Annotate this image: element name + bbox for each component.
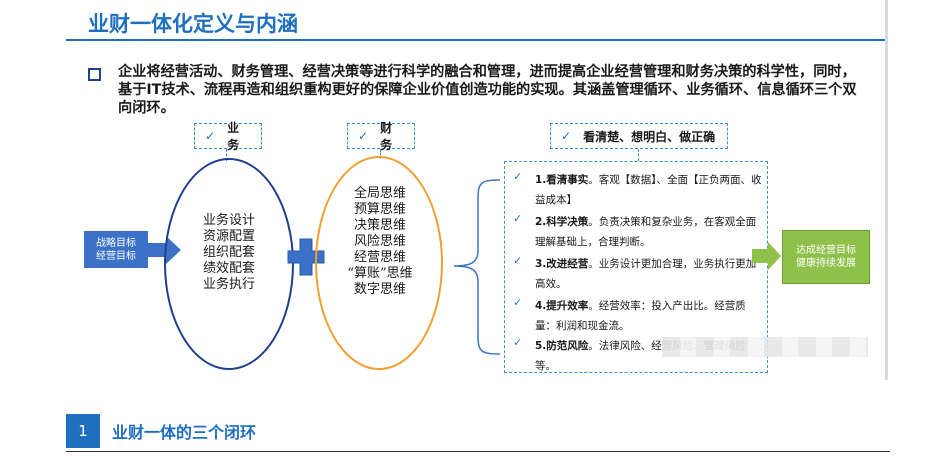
connector-line [638,149,639,161]
output-goal-box: 达成经营目标 健康持续发展 [782,230,870,284]
brace-icon [453,179,501,355]
plus-icon [287,238,325,276]
check-icon: ✓ [513,254,523,267]
finance-item: 全局思维 [353,186,406,201]
check-icon: ✓ [561,129,572,143]
effect-item: 1.看清事实。客观【数据】、全面【正负两面、收益成本】 [535,170,765,210]
effect-title: 3.改进经营 [535,258,589,270]
business-item: 业务执行 [202,277,255,292]
bullet-square-icon [88,68,101,81]
effect-item: 2.科学决策。负责决策和复杂业务，在客观全面理解基础上，合理判断。 [535,212,765,252]
effect-text: 。经营效率：投入产出比。经营质量：利润和现金流。 [535,300,746,332]
check-icon: ✓ [513,212,523,225]
effect-title: 2.科学决策 [535,216,589,228]
tag-finance: ✓ 财务 [347,121,415,152]
arrow-right-icon [752,242,781,270]
check-icon: ✓ [358,129,369,143]
effect-title: 5.防范风险 [535,340,589,352]
business-item: 绩效配套 [202,261,255,276]
check-icon: ✓ [513,296,523,309]
effects-box: ✓ 1.看清事实。客观【数据】、全面【正负两面、收益成本】 ✓ 2.科学决策。负… [504,161,768,373]
effect-text: 。客观【数据】、全面【正负两面、收益成本】 [535,174,762,206]
page-title: 业财一体化定义与内涵 [88,12,298,36]
business-item: 组织配套 [202,245,255,260]
finance-item: 风险思维 [353,234,406,249]
tag-finance-label: 财务 [380,121,393,152]
input-goal-box: 战略目标 经营目标 [84,231,148,268]
finance-items: 全局思维 预算思维 决策思维 风险思维 经营思维 “算账”思维 数字思维 [335,186,425,298]
business-ellipse [164,158,294,370]
intro-paragraph: 企业将经营活动、财务管理、经营决策等进行科学的融合和管理，进而提高企业经营管理和… [118,64,857,116]
business-item: 业务设计 [202,213,255,228]
title-divider [66,39,885,41]
check-icon: ✓ [513,170,523,183]
section-title: 业财一体的三个闭环 [112,423,257,442]
finance-ellipse [315,156,443,370]
tag-business-label: 业务 [227,121,240,152]
connector-line [380,149,381,159]
tag-goal: ✓ 看清楚、想明白、做正确 [550,123,728,149]
blurred-watermark [662,337,868,357]
effect-title: 1.看清事实 [535,174,589,186]
effect-item: 4.提升效率。经营效率：投入产出比。经营质量：利润和现金流。 [535,296,765,336]
effect-text: 。业务设计更加合理，业务执行更加高效。 [535,258,757,290]
finance-item: 数字思维 [353,282,406,297]
tag-goal-label: 看清楚、想明白、做正确 [583,129,716,144]
finance-item: 决策思维 [353,218,406,233]
page-edge [885,0,888,380]
check-icon: ✓ [513,336,523,349]
check-icon: ✓ [205,129,216,143]
connector-line [226,149,227,161]
finance-item: 预算思维 [353,202,406,217]
finance-item: 经营思维 [353,250,406,265]
business-item: 资源配置 [202,229,255,244]
effect-title: 4.提升效率 [535,300,589,312]
slide: 业财一体化定义与内涵 企业将经营活动、财务管理、经营决策等进行科学的融合和管理，… [66,12,885,373]
tag-business: ✓ 业务 [194,121,262,152]
finance-item: “算账”思维 [347,266,413,281]
section-divider [66,451,890,452]
business-items: 业务设计 资源配置 组织配套 绩效配套 业务执行 [189,213,269,293]
effect-text: 。负责决策和复杂业务，在客观全面理解基础上，合理判断。 [535,216,757,248]
section-number: 1 [66,414,100,448]
effect-item: 3.改进经营。业务设计更加合理，业务执行更加高效。 [535,254,765,294]
